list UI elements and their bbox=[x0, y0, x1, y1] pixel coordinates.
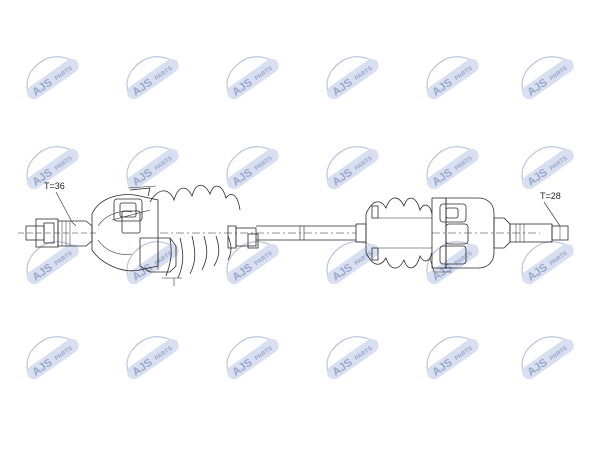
inner-boot bbox=[355, 197, 433, 269]
inner-cv-joint bbox=[429, 197, 540, 273]
left-spline-label: T=36 bbox=[44, 181, 65, 191]
main-shaft bbox=[160, 225, 356, 241]
outer-boot bbox=[139, 184, 259, 286]
left-stub-shaft bbox=[18, 218, 96, 248]
right-spline-label: T=28 bbox=[540, 191, 561, 201]
outer-cv-joint bbox=[91, 185, 159, 272]
label-leaders bbox=[55, 191, 561, 227]
